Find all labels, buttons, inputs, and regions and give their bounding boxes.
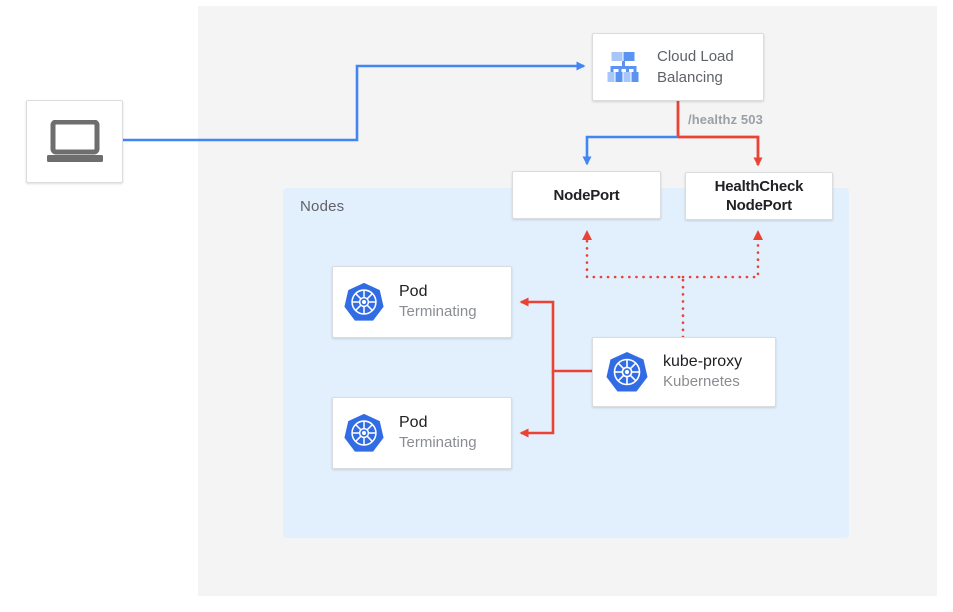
kubernetes-icon: [344, 413, 384, 452]
kube-proxy-subtitle: Kubernetes: [663, 373, 740, 390]
nodeport-node[interactable]: NodePort: [512, 171, 661, 219]
healthz-edge-label: /healthz 503: [688, 112, 763, 127]
pod-2-subtitle: Terminating: [399, 434, 477, 451]
nodeport-label: NodePort: [553, 186, 620, 204]
healthcheck-nodeport-label: HealthCheck NodePort: [715, 177, 804, 215]
pod-1-subtitle: Terminating: [399, 303, 477, 320]
pod-node-2[interactable]: Pod Terminating: [332, 397, 512, 469]
kubernetes-icon: [606, 352, 648, 392]
healthcheck-nodeport-node[interactable]: HealthCheck NodePort: [685, 172, 833, 220]
cloud-load-balancing-icon: [607, 52, 639, 82]
healthcheck-nodeport-label-line2: NodePort: [726, 197, 792, 214]
healthcheck-nodeport-label-line1: HealthCheck: [714, 178, 804, 195]
kube-proxy-title: kube-proxy: [663, 353, 743, 370]
pod-1-title: Pod: [399, 283, 428, 300]
kubernetes-icon: [344, 282, 384, 321]
kube-proxy-node[interactable]: kube-proxy Kubernetes: [592, 337, 776, 407]
client-laptop-node[interactable]: [26, 100, 123, 183]
cloud-load-balancing-title-line1: Cloud Load: [657, 48, 734, 65]
nodes-region-label: Nodes: [300, 198, 345, 215]
cloud-load-balancing-title-line2: Balancing: [657, 69, 723, 86]
pod-2-text: Pod Terminating: [399, 413, 477, 453]
pod-node-1[interactable]: Pod Terminating: [332, 266, 512, 338]
kube-proxy-text: kube-proxy Kubernetes: [663, 352, 742, 392]
pod-2-title: Pod: [399, 414, 428, 431]
pod-1-text: Pod Terminating: [399, 282, 477, 322]
laptop-icon: [46, 119, 103, 162]
cloud-load-balancing-node[interactable]: Cloud Load Balancing: [592, 33, 764, 101]
cloud-load-balancing-label: Cloud Load Balancing: [657, 46, 734, 88]
